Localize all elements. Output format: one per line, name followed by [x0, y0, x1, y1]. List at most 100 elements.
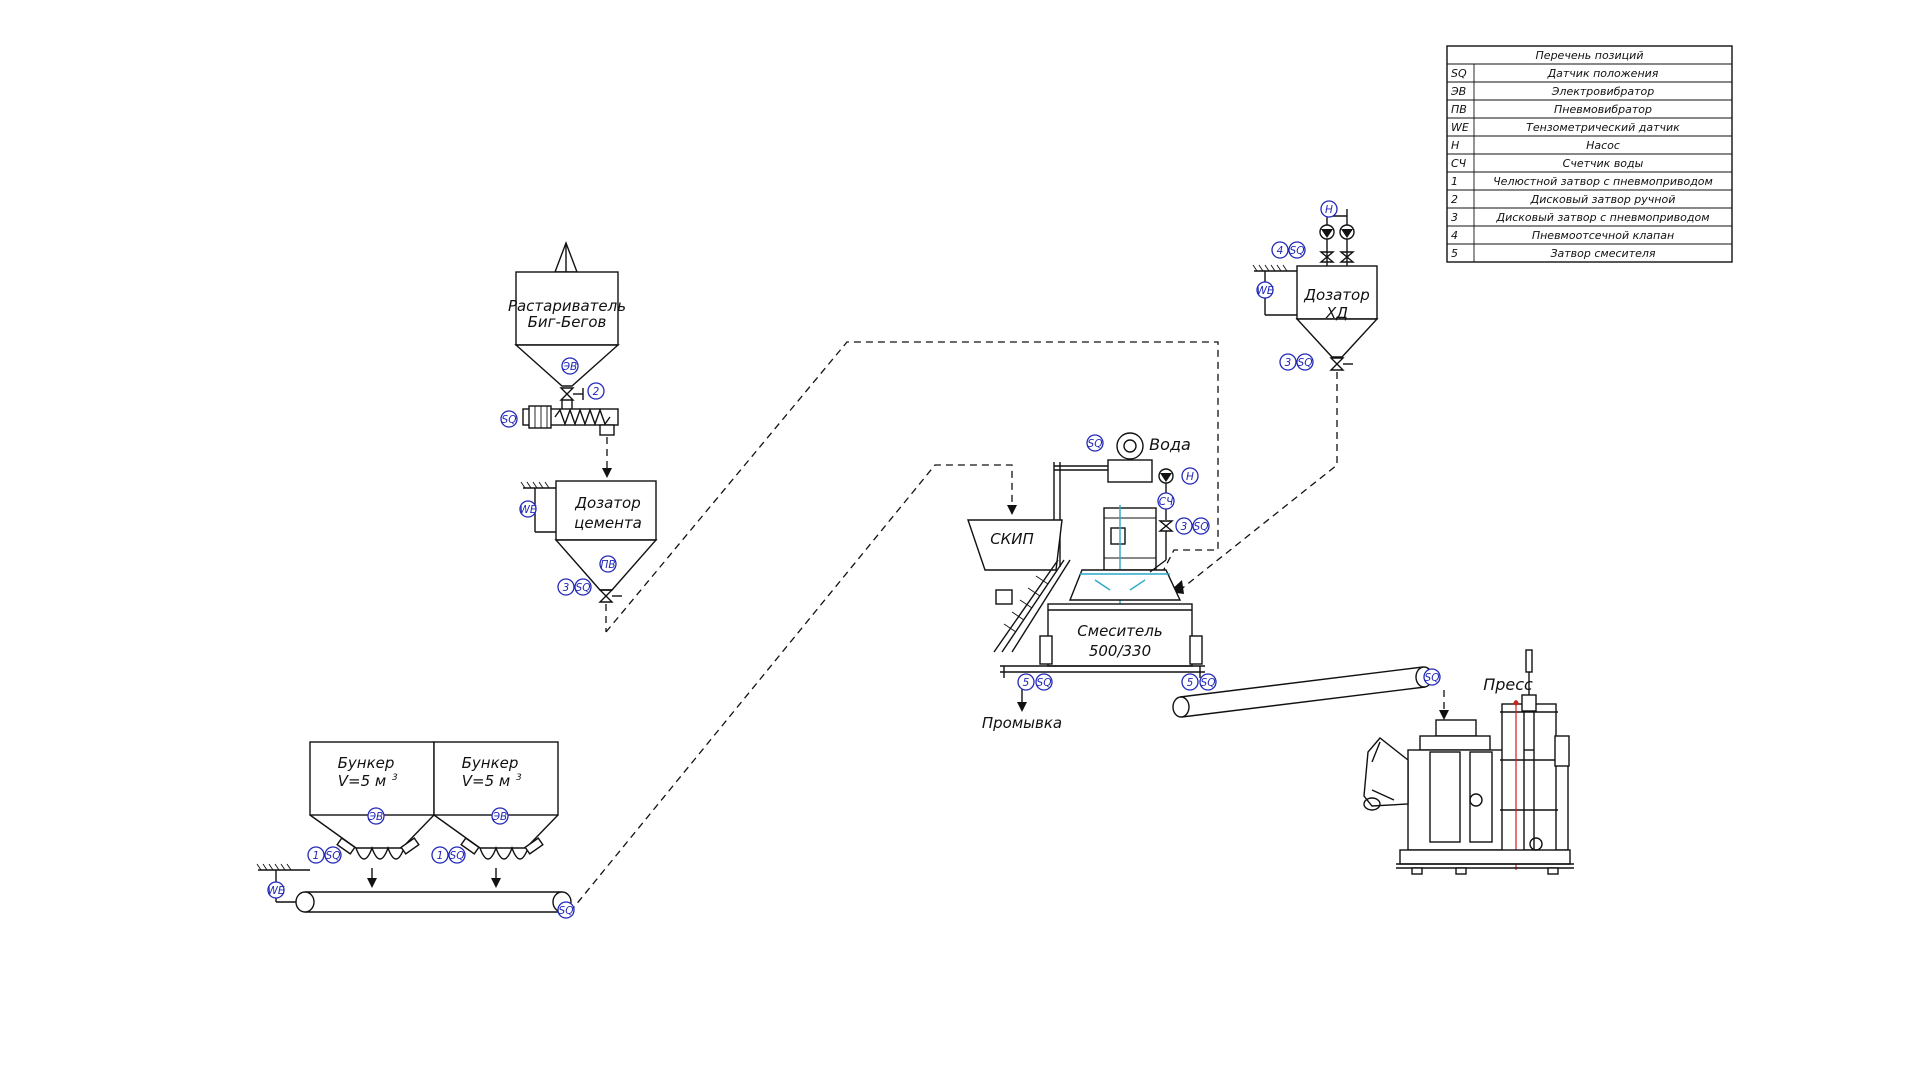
aggregate-bunkers: Бункер V=5 м 3 Бункер V=5 м 3	[256, 741, 572, 913]
valve-tag-3-circle	[557, 578, 575, 596]
legend-desc: Дисковый затвор ручной	[1530, 193, 1676, 206]
bunker1-label-2: V=5 м	[338, 772, 386, 790]
sq-tag: SQ	[1037, 677, 1052, 689]
valve-tag-2-circle	[587, 382, 605, 400]
sq-tag-circle	[557, 901, 575, 919]
chem-additive-doser: Дозатор ХД	[1169, 209, 1379, 594]
cement-doser: Дозатор цемента	[520, 480, 658, 632]
sq-tag-circle	[1199, 673, 1217, 691]
legend-code: 2	[1451, 193, 1458, 206]
sq-tag: SQ	[450, 850, 465, 862]
we-tag: WE	[267, 885, 284, 897]
valve-tag-3-circle	[1175, 517, 1193, 535]
big-bag-label-2: Биг-Бегов	[528, 313, 607, 331]
legend-code: 1	[1451, 175, 1458, 188]
legend-desc: Челюстной затвор с пневмоприводом	[1493, 175, 1713, 188]
sq-tag: SQ	[1290, 245, 1305, 257]
legend-title: Перечень позиций	[1536, 49, 1644, 62]
meter-tag: СЧ	[1159, 496, 1174, 508]
sq-tag: SQ	[1088, 438, 1103, 450]
legend-desc: Счетчик воды	[1563, 157, 1644, 170]
ev-tag: ЭВ	[368, 811, 384, 823]
big-bag-label-1: Растариватель	[508, 297, 626, 315]
sq-tag-circle	[1192, 517, 1210, 535]
legend-code: Н	[1451, 139, 1459, 152]
bunker1-sup: 3	[392, 773, 398, 783]
sq-tag-circle	[324, 846, 342, 864]
chem-doser-label-1: Дозатор	[1303, 286, 1370, 304]
legend-code: 4	[1451, 229, 1458, 242]
legend-desc: Датчик положения	[1547, 67, 1659, 80]
press-label: Пресс	[1483, 675, 1533, 694]
sq-tag: SQ	[559, 905, 574, 917]
water-label: Вода	[1149, 435, 1191, 454]
we-tag-circle	[267, 881, 285, 899]
pump-tag: Н	[1325, 204, 1333, 216]
sq-tag: SQ	[502, 414, 517, 426]
legend-code: ПВ	[1451, 103, 1467, 116]
sq-tag-circle	[574, 578, 592, 596]
pv-tag: ПВ	[600, 559, 615, 571]
sq-tag-circle	[1423, 668, 1441, 686]
legend-code: СЧ	[1451, 157, 1467, 170]
valve-tag-3: 3	[1181, 521, 1188, 533]
cement-doser-label-1: Дозатор	[574, 494, 641, 512]
sq-tag: SQ	[1298, 357, 1313, 369]
we-tag-circle	[1256, 281, 1274, 299]
valve-tag-1: 1	[313, 850, 320, 862]
legend-code: ЭВ	[1450, 85, 1466, 98]
pump-tag-circle	[1181, 467, 1199, 485]
cement-doser-label-2: цемента	[574, 514, 642, 532]
skip-label: СКИП	[990, 530, 1034, 548]
valve-tag-5: 5	[1187, 677, 1194, 689]
valve-tag-3-circle	[1279, 353, 1297, 371]
mixer-skip-unit: СКИП Смеситель 500/330 Вода	[967, 432, 1205, 732]
sq-tag-circle	[1086, 434, 1104, 452]
meter-tag-circle	[1157, 492, 1175, 510]
sq-tag-circle	[1288, 241, 1306, 259]
bunker2-label-1: Бункер	[462, 754, 519, 772]
sq-tag: SQ	[1425, 672, 1440, 684]
sq-tag: SQ	[1201, 677, 1216, 689]
valve-tag-1-circle	[431, 846, 449, 864]
ev-tag-circle	[367, 807, 385, 825]
valve-tag-5-circle	[1181, 673, 1199, 691]
mixer-label-2: 500/330	[1089, 642, 1151, 660]
flush-label: Промывка	[982, 714, 1062, 732]
legend-code: SQ	[1451, 67, 1467, 80]
valve-tag-2: 2	[593, 386, 600, 398]
ev-tag: ЭВ	[562, 361, 578, 373]
legend-desc: Тензометрический датчик	[1526, 121, 1680, 134]
pump-tag-circle	[1320, 200, 1338, 218]
chem-doser-label-2: ХД	[1325, 304, 1348, 322]
sq-tag: SQ	[1194, 521, 1209, 533]
legend-desc: Дисковый затвор с пневмоприводом	[1495, 211, 1709, 224]
valve-tag-5: 5	[1023, 677, 1030, 689]
sq-tag: SQ	[576, 582, 591, 594]
pv-tag-circle	[599, 555, 617, 573]
we-tag-circle	[519, 500, 537, 518]
ev-tag-circle	[491, 807, 509, 825]
valve-tag-1: 1	[437, 850, 444, 862]
we-tag: WE	[519, 504, 536, 516]
sq-tag: SQ	[326, 850, 341, 862]
bunker2-label-2: V=5 м	[462, 772, 510, 790]
legend-code: WE	[1451, 121, 1469, 134]
legend-desc: Пневмоотсечной клапан	[1532, 229, 1674, 242]
we-tag: WE	[1256, 285, 1273, 297]
sq-tag-circle	[1296, 353, 1314, 371]
legend-desc: Электровибратор	[1551, 85, 1655, 98]
bunker1-label-1: Бункер	[338, 754, 395, 772]
big-bag-unloader: Растариватель Биг-Бегов	[508, 241, 626, 478]
pump-tag: Н	[1186, 471, 1194, 483]
sq-tag-circle	[448, 846, 466, 864]
legend-desc: Затвор смесителя	[1550, 247, 1655, 260]
press-machine	[1363, 649, 1574, 875]
legend-desc: Насос	[1586, 139, 1620, 152]
belt-conveyor-press: Пресс	[1172, 666, 1533, 720]
mixer-label-1: Смеситель	[1077, 622, 1162, 640]
sq-tag-circle	[1035, 673, 1053, 691]
